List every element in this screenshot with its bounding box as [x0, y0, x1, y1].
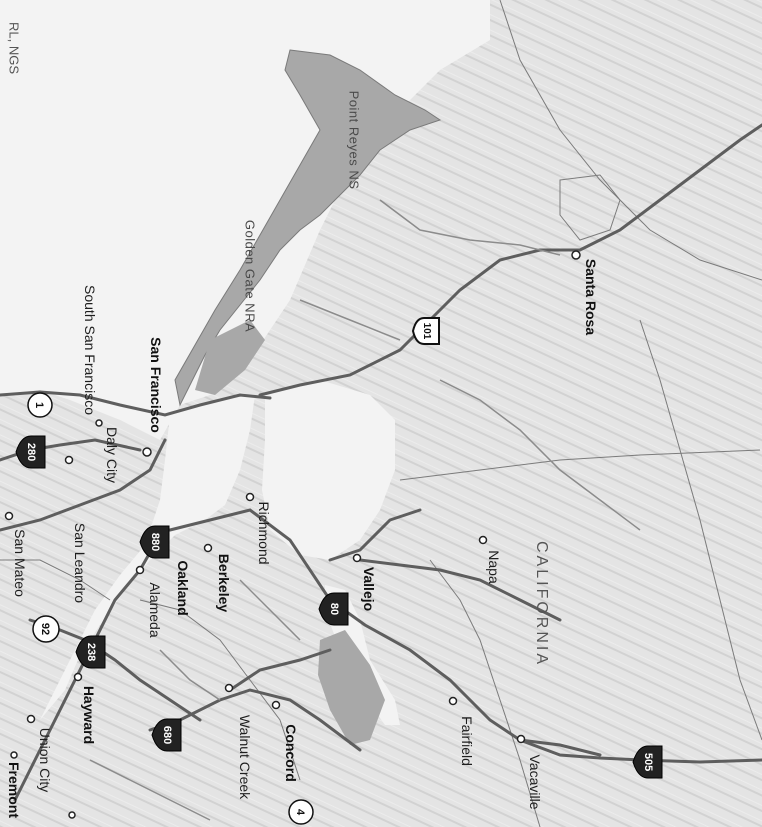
city-label-oakland: Oakland	[175, 560, 191, 616]
city-label-alameda: Alameda	[147, 582, 163, 638]
city-label-berkeley: Berkeley	[216, 553, 232, 613]
golden-gate-nra	[195, 320, 265, 395]
city-label-fairfield: Fairfield	[459, 716, 475, 766]
park-label-point-reyes: Point Reyes NS	[346, 90, 362, 190]
state-label: CALIFORNIA	[533, 540, 550, 668]
map-credit: RL, NGS	[6, 21, 22, 75]
city-label-napa: Napa	[486, 550, 502, 584]
city-label-fremont: Fremont	[6, 762, 22, 818]
city-label-union-city: Union City	[37, 727, 53, 793]
san-pablo-bay	[262, 380, 395, 560]
city-label-south-san-francisco: South San Francisco	[82, 285, 98, 415]
city-label-santa-rosa: Santa Rosa	[583, 258, 599, 336]
city-label-san-leandro: San Leandro	[72, 522, 88, 604]
city-label-san-francisco: San Francisco	[148, 337, 164, 433]
city-label-concord: Concord	[283, 724, 299, 782]
city-label-daly-city: Daly City	[104, 426, 120, 484]
city-label-richmond: Richmond	[256, 501, 272, 565]
park-label-golden-gate: Golden Gate NRA	[242, 219, 258, 333]
city-label-vacaville: Vacaville	[527, 754, 543, 810]
city-label-walnut-creek: Walnut Creek	[237, 714, 253, 800]
secondary-roads	[89, 199, 641, 821]
city-label-vallejo: Vallejo	[361, 566, 377, 612]
suisun-marsh-parkland	[318, 630, 385, 745]
point-reyes-national-seashore	[174, 49, 442, 407]
city-label-san-mateo: San Mateo	[12, 529, 28, 597]
city-label-hayward: Hayward	[81, 685, 97, 745]
